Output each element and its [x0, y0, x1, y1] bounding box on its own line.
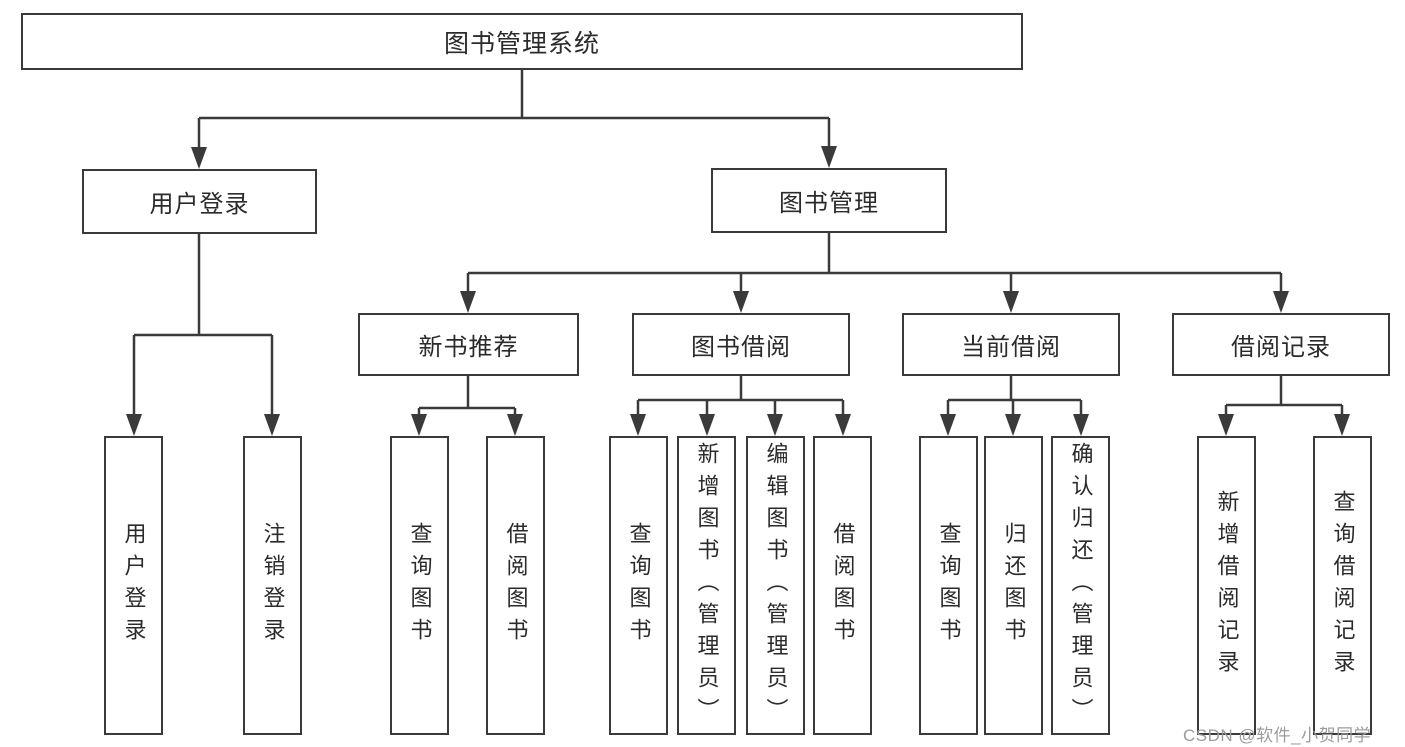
- leaf-current-search: 查询图书: [919, 436, 978, 735]
- leaf-borrow-search: 查询图书: [609, 436, 668, 735]
- node-user-login-label: 用户登录: [149, 191, 250, 218]
- watermark: CSDN @软件_小贺同学: [1183, 726, 1372, 745]
- leaf-newbooks-borrow-label: 借阅图书: [503, 521, 529, 650]
- node-user-login: 用户登录: [82, 169, 317, 234]
- leaf-current-confirm: 确认归还（管理员）: [1051, 436, 1110, 735]
- node-new-books-label: 新书推荐: [418, 334, 519, 361]
- leaf-logout: 注销登录: [243, 436, 302, 735]
- node-current-borrow: 当前借阅: [902, 313, 1120, 376]
- leaf-current-return: 归还图书: [984, 436, 1043, 735]
- leaf-current-return-label: 归还图书: [1001, 521, 1027, 650]
- leaf-borrow-borrow: 借阅图书: [813, 436, 872, 735]
- leaf-current-confirm-label: 确认归还（管理员）: [1068, 441, 1094, 730]
- node-book-mgmt-label: 图书管理: [779, 190, 879, 217]
- arrowheads: [126, 146, 1350, 436]
- leaf-borrow-add-label: 新增图书（管理员）: [694, 441, 720, 730]
- node-current-borrow-label: 当前借阅: [961, 334, 1061, 361]
- leaf-borrow-edit-label: 编辑图书（管理员）: [763, 441, 789, 730]
- node-book-mgmt: 图书管理: [711, 168, 947, 233]
- node-new-books: 新书推荐: [358, 313, 579, 376]
- leaf-borrow-borrow-label: 借阅图书: [830, 521, 856, 650]
- leaf-logout-label: 注销登录: [260, 521, 286, 650]
- leaf-records-add-label: 新增借阅记录: [1214, 489, 1240, 682]
- leaf-newbooks-search-label: 查询图书: [407, 521, 433, 650]
- leaf-newbooks-borrow: 借阅图书: [486, 436, 545, 735]
- leaf-newbooks-search: 查询图书: [390, 436, 449, 735]
- leaf-user-login: 用户登录: [104, 436, 163, 735]
- leaf-records-add: 新增借阅记录: [1197, 436, 1256, 735]
- leaf-borrow-edit: 编辑图书（管理员）: [746, 436, 805, 735]
- node-borrow-records: 借阅记录: [1172, 313, 1390, 376]
- node-book-borrow-label: 图书借阅: [691, 334, 791, 361]
- node-borrow-records-label: 借阅记录: [1231, 334, 1331, 361]
- node-root-label: 图书管理系统: [443, 29, 600, 58]
- leaf-records-search-label: 查询借阅记录: [1330, 489, 1356, 682]
- node-book-borrow: 图书借阅: [632, 313, 850, 376]
- leaf-borrow-search-label: 查询图书: [626, 521, 652, 650]
- leaf-borrow-add: 新增图书（管理员）: [677, 436, 736, 735]
- node-root: 图书管理系统: [21, 13, 1023, 70]
- leaf-records-search: 查询借阅记录: [1313, 436, 1372, 735]
- leaf-current-search-label: 查询图书: [936, 521, 962, 650]
- leaf-user-login-label: 用户登录: [121, 521, 147, 650]
